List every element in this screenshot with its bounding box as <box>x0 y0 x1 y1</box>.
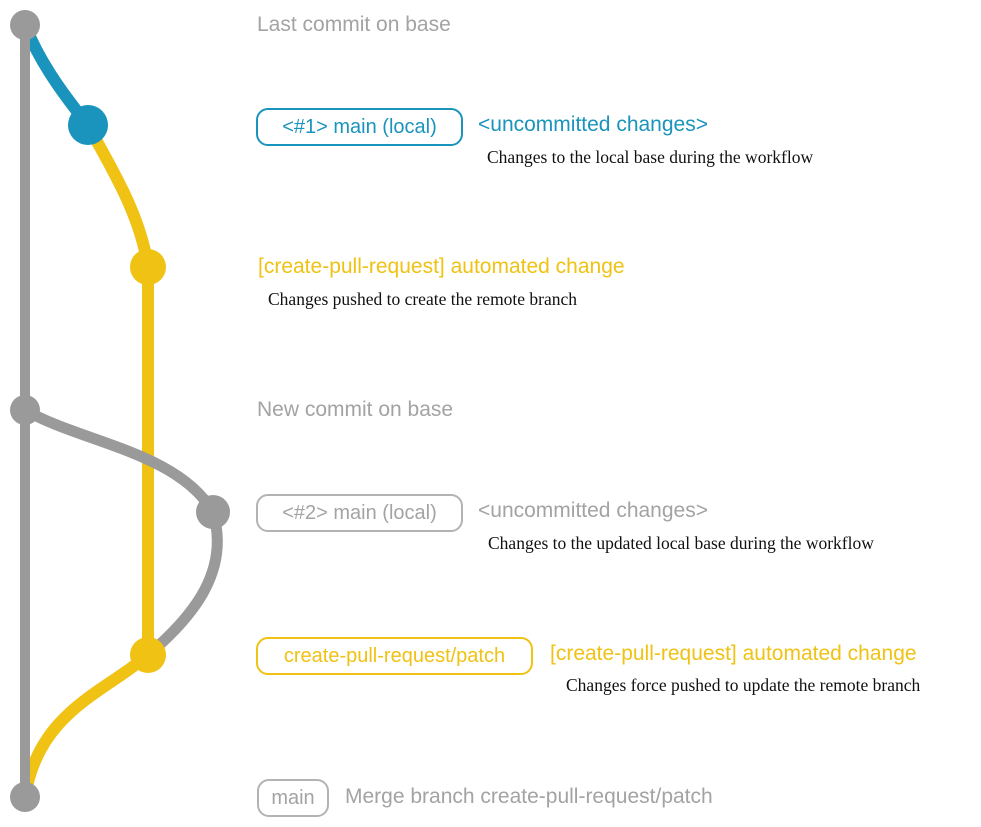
local-main-branch-line-2 <box>19 404 219 518</box>
branch-badge-main-local-1: <#1> main (local) <box>256 108 463 146</box>
patch-branch-line <box>82 119 154 661</box>
commit-description-automated-change-1: Changes pushed to create the remote bran… <box>268 289 578 309</box>
commit-node-automated-change-2 <box>130 637 166 673</box>
branch-badge-create-pull-request-patch: create-pull-request/patch <box>256 637 533 675</box>
commit-node-new-commit-on-base <box>10 395 40 425</box>
commit-node-local-main-2 <box>196 495 230 529</box>
commit-message-merge: Merge branch create-pull-request/patch <box>345 785 713 808</box>
commit-message-uncommitted-2: <uncommitted changes> <box>478 499 708 522</box>
branch-badge-label: <#2> main (local) <box>282 501 437 524</box>
local-main-force-push-line <box>142 506 223 661</box>
branch-badge-main-local-2: <#2> main (local) <box>256 494 463 532</box>
branch-badge-label: main <box>271 786 315 809</box>
commit-node-last-commit-on-base <box>10 10 40 40</box>
commit-node-automated-change-1 <box>130 249 166 285</box>
commit-message-automated-change-2: [create-pull-request] automated change <box>550 642 917 665</box>
commit-node-local-main-1 <box>68 105 108 145</box>
annotation-new-commit-on-base: New commit on base <box>257 398 454 421</box>
branch-badge-label: create-pull-request/patch <box>283 644 506 667</box>
commit-message-uncommitted-1: <uncommitted changes> <box>478 113 708 136</box>
commit-description-uncommitted-1: Changes to the local base during the wor… <box>487 147 814 167</box>
commit-node-merge-commit <box>10 782 40 812</box>
branch-badge-label: <#1> main (local) <box>282 115 437 138</box>
patch-merge-line <box>19 649 154 803</box>
branch-badge-main: main <box>257 779 329 817</box>
commit-description-uncommitted-2: Changes to the updated local base during… <box>488 533 874 553</box>
commit-message-automated-change-1: [create-pull-request] automated change <box>258 255 625 278</box>
commit-description-automated-change-2: Changes force pushed to update the remot… <box>566 675 921 695</box>
annotation-last-commit-on-base: Last commit on base <box>257 13 451 36</box>
